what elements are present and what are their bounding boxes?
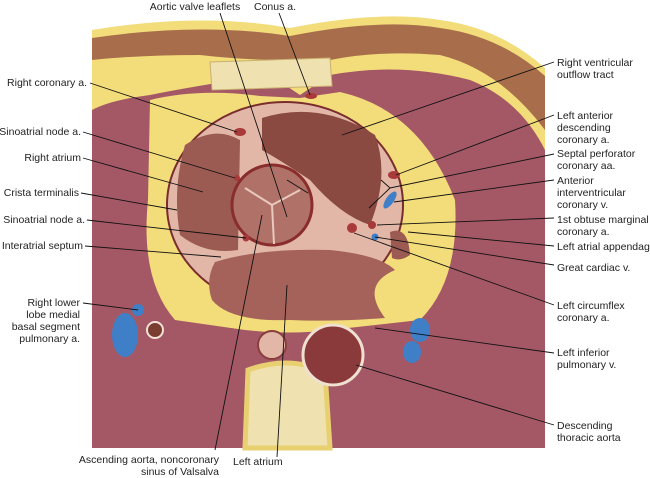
left-pulmonary-vein-2 [403, 341, 421, 363]
vertebra [242, 360, 333, 451]
esophagus [257, 330, 287, 360]
label-line: Left inferior [557, 347, 610, 359]
right-coronary-artery [234, 128, 246, 136]
descending-aorta [301, 323, 365, 387]
label-great-cardiac-vein: Great cardiac v. [557, 262, 631, 274]
aortic-valve-leaflets [244, 187, 301, 245]
label-line: Ascending aorta, noncoronary [78, 454, 219, 466]
sinoatrial-node-artery [234, 175, 240, 181]
label-line: coronary aa. [557, 160, 616, 172]
label-line: basal segment [11, 321, 80, 333]
label-left-atrial-appendage: Left atrial appendage [557, 241, 650, 253]
label-line: lobe medial [26, 309, 80, 321]
left-atrium-chamber [209, 249, 395, 321]
label-anterior-iv-vein: Anterior interventricular coronary v. [557, 175, 626, 211]
label-line: 1st obtuse marginal [557, 214, 649, 226]
label-lad: Left anterior descending coronary a. [557, 110, 613, 146]
pulmonary-vein-right [112, 313, 138, 357]
left-inferior-pulmonary-vein [410, 318, 430, 342]
label-obtuse-marginal: 1st obtuse marginal coronary a. [557, 214, 649, 238]
label-left-atrium: Left atrium [233, 456, 283, 468]
label-line: Left circumflex [557, 300, 625, 312]
right-atrium-chamber [176, 133, 240, 251]
label-rvot: Right ventricular outflow tract [557, 57, 633, 81]
label-right-atrium: Right atrium [24, 152, 81, 164]
sternum [209, 57, 333, 91]
label-aortic-valve-leaflets: Aortic valve leaflets [149, 1, 241, 13]
label-line: coronary a. [557, 134, 610, 146]
pectoral-muscle [92, 24, 545, 130]
left-atrial-appendage [390, 230, 410, 260]
anterior-iv-vein [383, 191, 397, 209]
label-crista-terminalis: Crista terminalis [3, 187, 79, 199]
right-ventricular-outflow-tract [262, 111, 382, 225]
label-sinoatrial-node-1: Sinoatrial node a. [0, 126, 81, 138]
label-line: Right lower [27, 297, 80, 309]
label-line: outflow tract [557, 69, 614, 81]
bronchus-right [146, 321, 164, 339]
label-line: Septal perforator [557, 148, 636, 160]
label-interatrial-septum: Interatrial septum [1, 240, 83, 252]
label-line: coronary a. [557, 226, 610, 238]
label-line: Anterior [557, 175, 594, 187]
label-descending-aorta: Descending thoracic aorta [557, 420, 621, 444]
lad-artery [388, 171, 400, 179]
label-conus-artery: Conus a. [253, 1, 297, 13]
label-sinoatrial-node-2: Sinoatrial node a. [3, 214, 85, 226]
leader-lines [80, 12, 555, 458]
label-line: pulmonary v. [557, 359, 617, 371]
label-line: sinus of Valsalva [140, 466, 219, 478]
circumflex-artery [347, 223, 357, 233]
label-line: coronary a. [557, 312, 610, 324]
label-line: thoracic aorta [557, 432, 621, 444]
label-right-coronary: Right coronary a. [7, 77, 87, 89]
label-left-inferior-pulmonary-vein: Left inferior pulmonary v. [557, 347, 616, 371]
label-line: descending [557, 122, 611, 134]
label-septal-perforator: Septal perforator coronary aa. [557, 148, 635, 172]
label-right-lower-lobe: Right lower lobe medial basal segment pu… [12, 297, 80, 345]
label-line: pulmonary a. [19, 333, 80, 345]
label-ascending-aorta: Ascending aorta, noncoronary sinus of Va… [79, 454, 219, 478]
label-line: coronary v. [557, 199, 609, 211]
obtuse-marginal-artery [368, 221, 376, 229]
label-line: Right ventricular [557, 57, 633, 69]
label-line: Descending [557, 420, 613, 432]
label-left-circumflex: Left circumflex coronary a. [557, 300, 625, 324]
label-line: interventricular [557, 187, 626, 199]
label-line: Left anterior [557, 110, 614, 122]
conus-artery [305, 93, 317, 99]
